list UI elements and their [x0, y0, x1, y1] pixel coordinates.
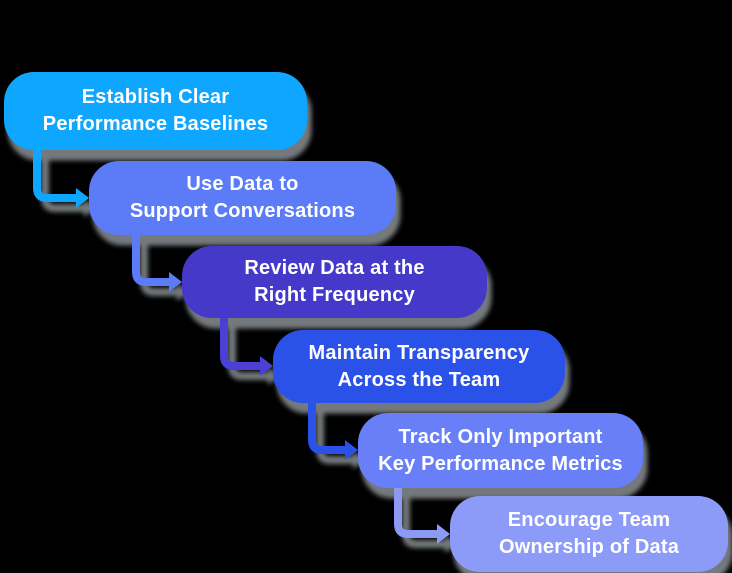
step-box-2: Use Data to Support Conversations	[89, 161, 396, 235]
step-box-3: Review Data at the Right Frequency	[182, 246, 487, 318]
step-1-label-line-1: Establish Clear	[81, 86, 230, 108]
step-2-label-line-2: Support Conversations	[129, 200, 356, 222]
step-1-label-line-2: Performance Baselines	[42, 113, 269, 135]
connector-3-line	[220, 314, 261, 370]
step-5-label-line-2: Key Performance Metrics	[378, 452, 623, 475]
step-3-label-line-1: Review Data at the	[244, 257, 425, 279]
connector-4-arrowhead-icon	[345, 440, 358, 460]
step-6-label-line-1: Encourage Team	[507, 509, 671, 531]
connector-1-arrowhead-icon	[76, 188, 89, 208]
step-4-label-line-1: Maintain Transparency	[308, 341, 530, 364]
connector-4-line	[308, 399, 346, 454]
step-box-1: Establish Clear Performance Baselines	[4, 72, 307, 150]
step-box-5: Track Only Important Key Performance Met…	[358, 413, 643, 488]
step-6-label-line-2: Ownership of Data	[498, 536, 680, 558]
connector-layer	[33, 146, 450, 544]
connector-5-arrowhead-icon	[437, 524, 450, 544]
connector-2-arrowhead-icon	[169, 272, 182, 292]
connector-1-line	[33, 146, 77, 202]
step-3-label-line-2: Right Frequency	[254, 284, 415, 306]
connector-3-arrowhead-icon	[260, 356, 273, 376]
step-box-6: Encourage Team Ownership of Data	[450, 496, 728, 572]
step-4-label-line-2: Across the Team	[337, 368, 501, 391]
connector-5-line	[394, 484, 438, 538]
step-box-4: Maintain Transparency Across the Team	[273, 330, 565, 403]
step-5-label-line-1: Track Only Important	[398, 425, 603, 448]
connector-2-line	[132, 231, 170, 286]
step-2-label-line-1: Use Data to	[186, 173, 299, 195]
